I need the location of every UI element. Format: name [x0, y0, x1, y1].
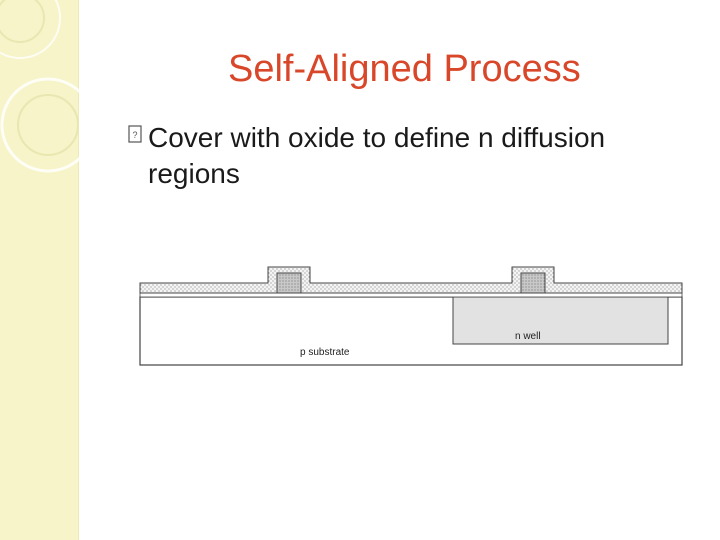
n-well-label: n well	[515, 331, 541, 342]
poly-gate-left	[276, 272, 302, 294]
decorative-circles	[0, 0, 96, 173]
cross-section-diagram: p substrate n well	[139, 266, 683, 366]
side-band-edge	[78, 0, 79, 540]
n-well-region	[452, 296, 669, 345]
bullet-icon: ?	[128, 122, 144, 150]
thin-oxide-layer	[139, 292, 683, 298]
svg-text:?: ?	[132, 130, 137, 140]
slide-title: Self-Aligned Process	[228, 48, 581, 90]
poly-gate-right	[520, 272, 546, 294]
decorative-side-band	[0, 0, 78, 540]
p-substrate-label: p substrate	[300, 347, 350, 358]
bullet-text: Cover with oxide to define n diffusion r…	[148, 122, 606, 189]
covering-oxide-layer	[139, 266, 683, 294]
bullet-item: Cover with oxide to define n diffusion r…	[128, 120, 698, 192]
